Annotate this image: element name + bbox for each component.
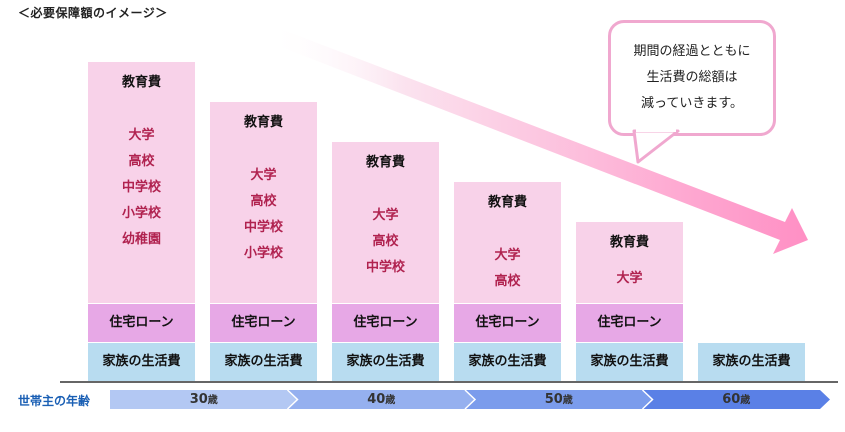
education-item: 大学 [128, 128, 155, 143]
education-item: 高校 [128, 154, 155, 169]
column-6: 家族の生活費 [698, 0, 805, 381]
education-item: 小学校 [243, 246, 283, 261]
callout-line: 減っていきます。 [640, 96, 744, 111]
education-item: 高校 [250, 194, 277, 209]
education-block: 教育費大学高校中学校小学校 [210, 102, 317, 303]
age-label: 40歳 [291, 391, 471, 407]
education-title: 教育費 [243, 115, 283, 130]
education-title: 教育費 [487, 195, 527, 210]
age-unit: 歳 [562, 395, 573, 406]
housing-loan-block: 住宅ローン [332, 304, 439, 342]
page-title: ＜必要保障額のイメージ＞ [18, 6, 168, 20]
education-item: 中学校 [365, 260, 405, 275]
segment-divider [464, 389, 477, 410]
column-4: 教育費大学高校住宅ローン家族の生活費 [454, 0, 561, 381]
education-item: 中学校 [243, 220, 283, 235]
callout-line: 生活費の総額は [646, 70, 738, 85]
callout-text: 期間の経過とともに 生活費の総額は 減っていきます。 [611, 39, 773, 117]
education-title: 教育費 [609, 235, 649, 250]
segment-divider [286, 389, 299, 410]
column-1: 教育費大学高校中学校小学校幼稚園住宅ローン家族の生活費 [88, 0, 195, 381]
age-segment-60 [642, 390, 830, 409]
age-value: 60 [722, 392, 741, 407]
education-item: 中学校 [121, 180, 161, 195]
arrow-shape [268, 28, 808, 254]
education-block: 教育費大学高校 [454, 182, 561, 303]
age-unit: 歳 [207, 395, 218, 406]
age-value: 30 [189, 392, 208, 407]
education-items: 大学高校 [454, 243, 561, 295]
education-item: 小学校 [121, 206, 161, 221]
age-segment-50 [465, 390, 653, 409]
housing-loan-block: 住宅ローン [454, 304, 561, 342]
family-living-cost-block: 家族の生活費 [576, 343, 683, 381]
education-item: 幼稚園 [121, 232, 161, 247]
axis-label: 世帯主の年齢 [18, 394, 91, 408]
family-living-cost-block: 家族の生活費 [210, 343, 317, 381]
education-item: 高校 [372, 234, 399, 249]
age-value: 50 [544, 392, 563, 407]
family-living-cost-block: 家族の生活費 [454, 343, 561, 381]
education-item: 大学 [494, 248, 521, 263]
age-segment-30 [110, 390, 298, 409]
education-item: 高校 [494, 274, 521, 289]
education-items: 大学高校中学校小学校 [210, 163, 317, 267]
education-item: 大学 [616, 271, 643, 286]
education-title: 教育費 [365, 155, 405, 170]
age-unit: 歳 [740, 395, 751, 406]
family-living-cost-block: 家族の生活費 [698, 343, 805, 381]
education-items: 大学 [576, 266, 683, 292]
education-items: 大学高校中学校 [332, 203, 439, 281]
family-living-cost-block: 家族の生活費 [332, 343, 439, 381]
baseline-divider [60, 381, 838, 383]
education-item: 大学 [372, 208, 399, 223]
column-5: 教育費大学住宅ローン家族の生活費 [576, 0, 683, 381]
age-unit: 歳 [385, 395, 396, 406]
age-value: 40 [367, 392, 386, 407]
education-block: 教育費大学 [576, 222, 683, 303]
age-label: 60歳 [646, 391, 826, 407]
education-items: 大学高校中学校小学校幼稚園 [88, 123, 195, 253]
housing-loan-block: 住宅ローン [576, 304, 683, 342]
family-living-cost-block: 家族の生活費 [88, 343, 195, 381]
education-block: 教育費大学高校中学校 [332, 142, 439, 303]
education-block: 教育費大学高校中学校小学校幼稚園 [88, 62, 195, 303]
housing-loan-block: 住宅ローン [88, 304, 195, 342]
callout-line: 期間の経過とともに [633, 44, 751, 59]
housing-loan-block: 住宅ローン [210, 304, 317, 342]
callout-bubble: 期間の経過とともに 生活費の総額は 減っていきます。 [608, 20, 776, 136]
age-segment-40 [287, 390, 475, 409]
age-label: 30歳 [114, 391, 294, 407]
age-label: 50歳 [469, 391, 649, 407]
education-title: 教育費 [121, 75, 161, 90]
education-item: 大学 [250, 168, 277, 183]
segment-divider [641, 389, 654, 410]
column-2: 教育費大学高校中学校小学校住宅ローン家族の生活費 [210, 0, 317, 381]
column-3: 教育費大学高校中学校住宅ローン家族の生活費 [332, 0, 439, 381]
